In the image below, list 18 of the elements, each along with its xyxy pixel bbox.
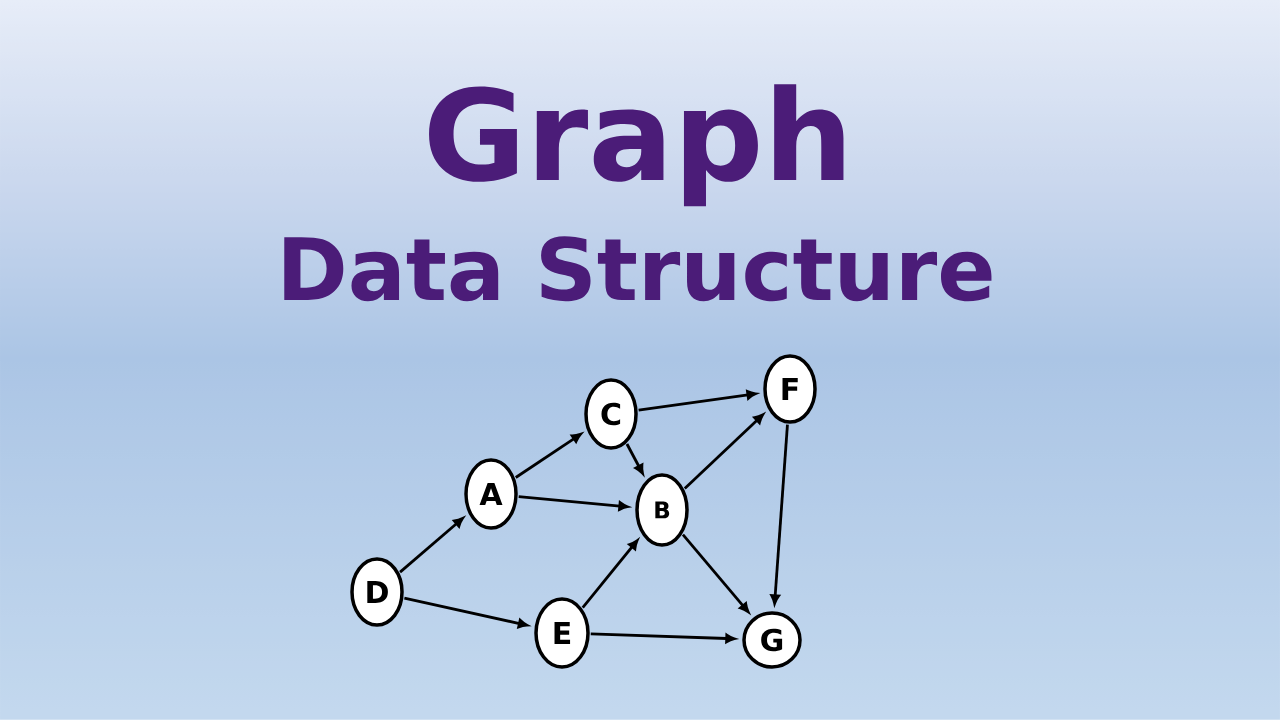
arrow bbox=[625, 443, 644, 475]
arrow bbox=[404, 596, 529, 629]
graph-node: A bbox=[464, 458, 518, 530]
subtitle: Data Structure bbox=[284, 236, 992, 302]
arrow bbox=[581, 539, 639, 609]
arrow bbox=[515, 433, 582, 479]
graph-node: F bbox=[763, 354, 817, 424]
graph-node: C bbox=[584, 378, 638, 450]
arrow bbox=[683, 413, 764, 490]
arrow bbox=[590, 632, 736, 644]
title: Graph bbox=[429, 84, 844, 207]
graph-node: B bbox=[635, 473, 689, 547]
arrow bbox=[399, 517, 464, 574]
graph-node: D bbox=[350, 557, 404, 627]
graph-node: G bbox=[742, 611, 802, 669]
arrow bbox=[518, 495, 629, 511]
arrow bbox=[681, 533, 750, 613]
graph-node: E bbox=[534, 597, 590, 669]
